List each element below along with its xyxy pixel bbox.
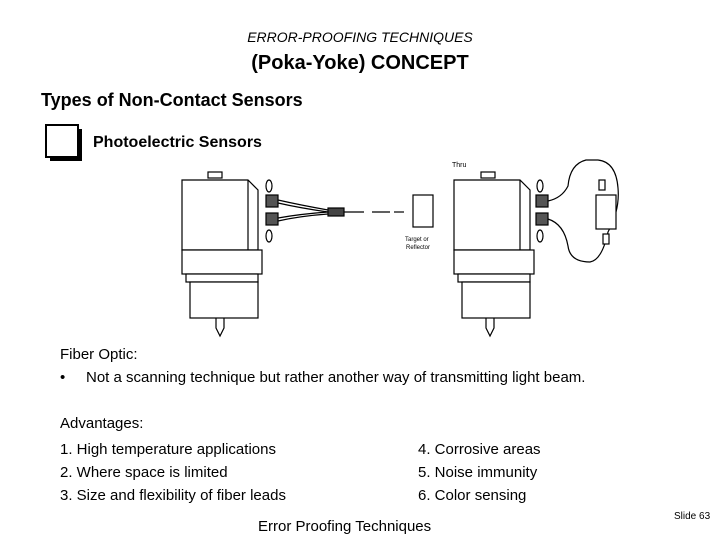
right-sensor-body <box>453 171 549 338</box>
square-bullet-icon <box>45 124 82 161</box>
target-label-line2: Reflector <box>406 245 430 251</box>
advantages-list-left: 1. High temperature applications 2. Wher… <box>60 438 286 507</box>
sub-heading: Photoelectric Sensors <box>93 134 262 151</box>
section-heading: Types of Non-Contact Sensors <box>41 90 303 110</box>
slide-subtitle: ERROR-PROOFING TECHNIQUES <box>247 29 473 45</box>
advantage-item: 1. High temperature applications <box>60 441 276 458</box>
target-label-line1: Target or <box>405 237 429 243</box>
advantage-item: 6. Color sensing <box>418 487 527 504</box>
footer-text: Error Proofing Techniques <box>258 518 432 535</box>
target-reflector <box>412 194 434 228</box>
advantages-list-right: 4. Corrosive areas 5. Noise immunity 6. … <box>418 438 541 507</box>
fiber-optic-sensor-diagram: Thru Target or Reflector <box>181 159 619 338</box>
right-fiber-loop <box>547 159 619 263</box>
fiber-optic-bullet-text: Not a scanning technique but rather anot… <box>86 369 586 386</box>
advantage-item: 5. Noise immunity <box>418 464 538 481</box>
advantage-item: 3. Size and flexibility of fiber leads <box>60 487 286 504</box>
thru-label: Thru <box>452 162 467 169</box>
bullet-symbol: • <box>60 369 66 386</box>
advantages-heading: Advantages: <box>60 415 144 432</box>
fiber-optic-heading: Fiber Optic: <box>60 346 138 363</box>
fiber-optic-bullet: • Not a scanning technique but rather ano… <box>60 369 585 386</box>
slide-title: (Poka-Yoke) CONCEPT <box>251 52 469 74</box>
left-sensor-body <box>181 171 279 338</box>
advantage-item: 4. Corrosive areas <box>418 441 541 458</box>
advantage-item: 2. Where space is limited <box>60 464 228 481</box>
left-fiber-leads <box>277 199 404 222</box>
slide-number: Slide 63 <box>674 511 711 522</box>
